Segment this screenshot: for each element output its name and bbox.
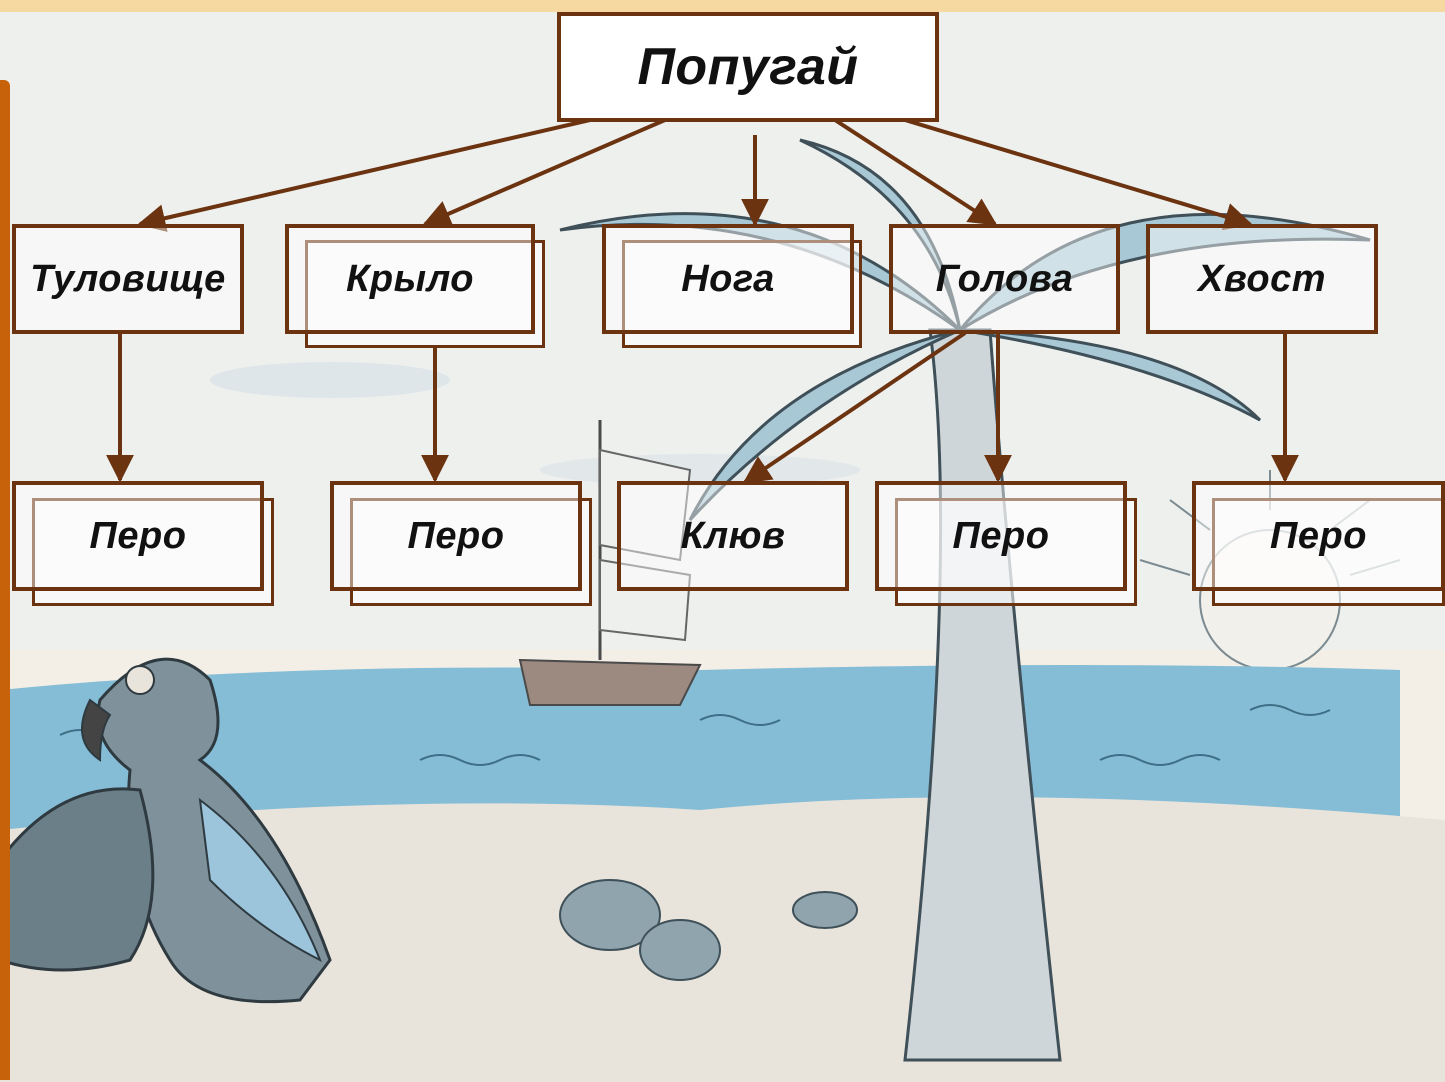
node-tail: Хвост <box>1146 224 1378 334</box>
node-label: Крыло <box>346 257 474 300</box>
slide-frame-bar <box>0 80 10 1080</box>
arrow-root-to-tail <box>904 118 1253 231</box>
arrow-root-to-torso <box>137 118 591 232</box>
node-label: Перо <box>952 514 1050 557</box>
node-label: Перо <box>89 514 187 557</box>
node-head-feather: Перо <box>875 481 1127 591</box>
cloud <box>210 362 450 398</box>
node-label: Перо <box>407 514 505 557</box>
node-wing: Крыло <box>285 224 535 334</box>
node-label: Хвост <box>1198 257 1326 300</box>
node-wing-feather: Перо <box>330 481 582 591</box>
node-label: Попугай <box>637 38 859 96</box>
node-leg: Нога <box>602 224 854 334</box>
node-label: Нога <box>681 257 775 300</box>
arrow-root-to-head <box>833 118 998 226</box>
node-label: Туловище <box>30 257 226 300</box>
arrow-head-to-beak <box>742 331 967 484</box>
parrot-icon <box>0 657 332 1004</box>
node-parrot: Попугай <box>557 12 939 122</box>
node-tail-feather: Перо <box>1192 481 1445 591</box>
ship-icon <box>518 420 702 706</box>
node-torso: Туловище <box>12 224 244 334</box>
sand <box>0 797 1445 1082</box>
node-label: Голова <box>935 257 1074 300</box>
sea <box>0 665 1400 830</box>
arrow-root-to-wing <box>422 118 666 227</box>
node-head: Голова <box>889 224 1120 334</box>
node-torso-feather: Перо <box>12 481 264 591</box>
node-label: Перо <box>1270 514 1367 557</box>
stone-icon <box>559 879 858 981</box>
node-beak: Клюв <box>617 481 849 591</box>
node-label: Клюв <box>680 514 786 557</box>
